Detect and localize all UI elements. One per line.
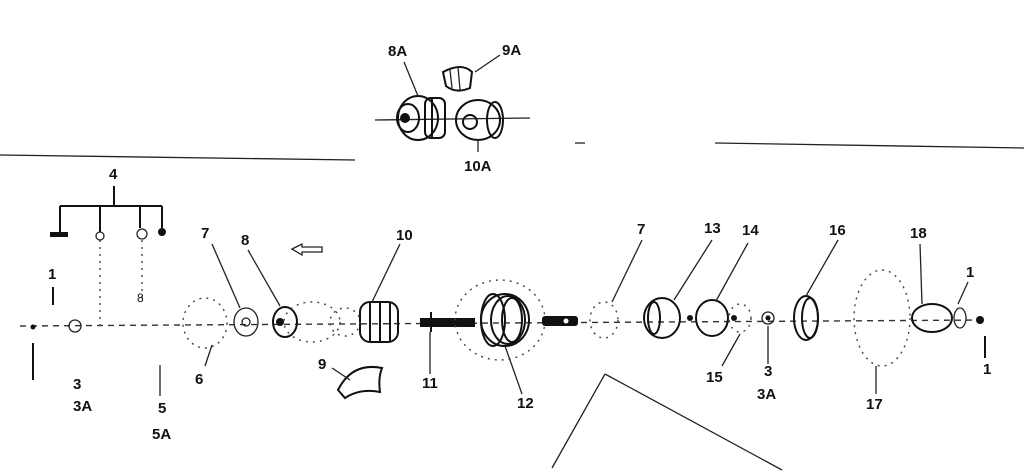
label-15: 15 (706, 369, 723, 386)
part-13-race (647, 301, 661, 335)
leader-16 (805, 239, 839, 297)
part-4-bracket (50, 186, 166, 326)
leader-9 (331, 367, 351, 381)
left-end-parts (30, 287, 228, 396)
part-7-disc-left (233, 307, 259, 337)
label-1-bottom-right: 1 (983, 361, 992, 378)
leader-15 (721, 333, 741, 367)
label-8: 8 (241, 232, 250, 249)
part-12-ring-1 (490, 295, 526, 345)
label-6: 6 (195, 371, 204, 388)
part-14-washer (695, 299, 729, 337)
bottom-diagonal-right (604, 373, 783, 471)
part-8a-hub (400, 113, 410, 123)
part-6-plate (182, 297, 228, 349)
label-10a: 10A (464, 158, 492, 175)
part-10-ghost (329, 307, 361, 337)
label-3-left: 3 (73, 376, 82, 393)
part-shaft-right-pin (563, 318, 569, 324)
part-7-hole-left (241, 317, 251, 327)
label-5: 5 (158, 400, 167, 417)
leader-7-right (611, 239, 643, 303)
part-13-bearing (643, 297, 681, 339)
label-4: 4 (109, 166, 118, 183)
part-17-fan (853, 269, 911, 367)
label-13: 13 (704, 220, 721, 237)
part-12-ring-2 (501, 297, 523, 343)
label-1-right: 1 (966, 264, 975, 281)
part-11-shaft (420, 318, 475, 327)
part-8-hub (276, 318, 284, 326)
label-1-top-left: 1 (48, 266, 57, 283)
leader-18 (919, 243, 923, 305)
leader-7-left (211, 243, 241, 309)
leader-8a (403, 61, 419, 97)
part-8a-rings (424, 97, 446, 139)
bottom-diagonal-left (551, 373, 606, 469)
part-6-leader (204, 344, 213, 367)
part-3-washer-left (68, 319, 82, 333)
part-3-washer-right (761, 311, 775, 325)
label-9a: 9A (502, 42, 522, 59)
leader-14 (715, 242, 749, 302)
screw-4a (50, 232, 68, 237)
divider-line-right (714, 142, 1024, 149)
screw-4d (158, 228, 166, 236)
main-axis (19, 319, 986, 327)
part-8a-face (396, 103, 420, 133)
part-15-center (731, 315, 737, 321)
leader-9a (474, 54, 501, 73)
label-3a-left: 3A (73, 398, 93, 415)
label-5a: 5A (152, 426, 172, 443)
label-3-right: 3 (764, 363, 773, 380)
label-7-left: 7 (201, 225, 210, 242)
label-9: 9 (318, 356, 327, 373)
leader-13 (673, 239, 713, 301)
leader-12 (504, 345, 523, 395)
label-18: 18 (910, 225, 927, 242)
part-8-rotor (272, 306, 298, 338)
label-17: 17 (866, 396, 883, 413)
label-10: 10 (396, 227, 413, 244)
leader-1-right (957, 281, 969, 305)
part-9a-rib-2 (457, 66, 461, 91)
part-10a-band (486, 101, 504, 139)
part-3-nut-right (765, 315, 771, 321)
part-9a-cap (441, 66, 474, 92)
part-1-left-end (30, 324, 36, 330)
label-8a: 8A (388, 43, 408, 60)
part-14-pin (687, 315, 693, 321)
screw-4c (136, 228, 148, 240)
label-11: 11 (422, 375, 438, 392)
label-8-small: 8 (137, 291, 144, 305)
direction-arrow-icon (290, 242, 323, 257)
part-16-inner (801, 297, 819, 339)
part-1-right-end (976, 316, 984, 324)
part-shaft-right (542, 316, 578, 326)
label-7-right: 7 (637, 221, 646, 238)
part-10-armature (329, 243, 401, 343)
part-9-clip (336, 366, 384, 400)
part-8-shadow (283, 301, 341, 343)
leader-8 (247, 249, 281, 307)
inset-assembly (374, 54, 531, 152)
label-12: 12 (517, 395, 534, 412)
label-14: 14 (742, 222, 759, 239)
part-10a-bore (462, 114, 478, 130)
part-7-plate-right (589, 301, 619, 339)
part-12-gear (454, 279, 546, 395)
label-3a-right: 3A (757, 386, 777, 403)
label-16: 16 (829, 222, 846, 239)
part-12-ring-3 (480, 293, 506, 347)
divider-line-left (0, 154, 356, 161)
part-15-ring (728, 303, 752, 333)
part-18-cover (911, 303, 953, 333)
leader-10 (371, 243, 401, 303)
part-9a-rib-1 (449, 69, 453, 89)
screw-4b (95, 231, 105, 241)
part-1-right-cap (953, 307, 967, 329)
